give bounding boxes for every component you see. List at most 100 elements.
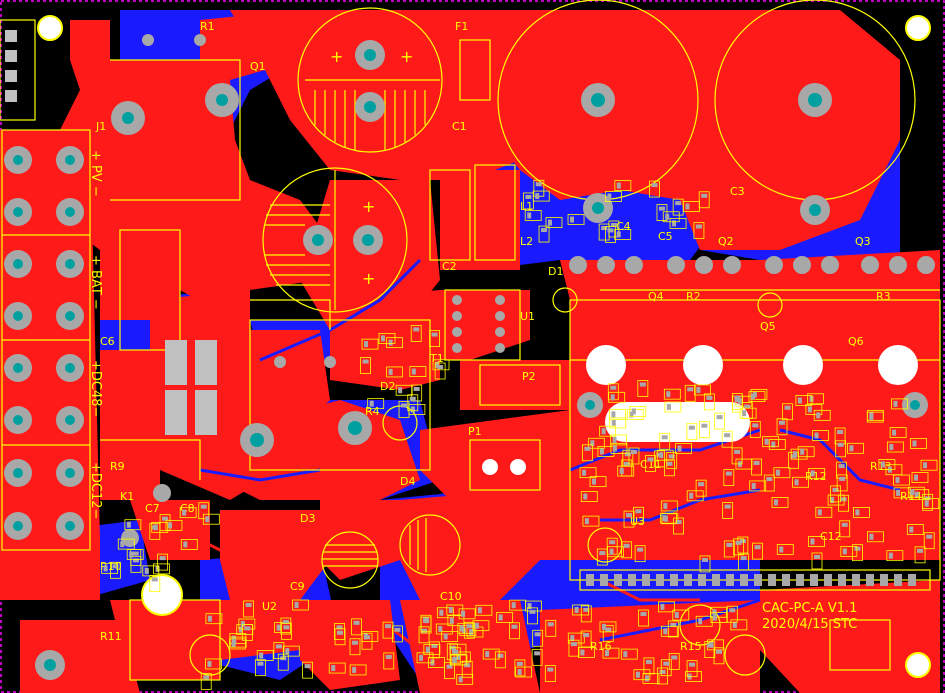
- smd-component-outline: [663, 388, 681, 400]
- smd-component-outline: [418, 626, 430, 644]
- smd-component-outline: [605, 226, 616, 243]
- smd-component-outline: [602, 647, 620, 659]
- smd-component-outline: [514, 659, 526, 677]
- smd-pad: [610, 222, 617, 227]
- smd-pad: [259, 652, 264, 659]
- smd-component-outline: [923, 532, 935, 550]
- smd-pad: [203, 675, 210, 680]
- smd-pad: [771, 441, 776, 448]
- smd-component-outline: [509, 622, 520, 640]
- smd-pad: [766, 477, 773, 482]
- smd-component-outline: [532, 190, 550, 202]
- mounting-hole-tr: [905, 15, 931, 41]
- smd-component-outline: [153, 563, 170, 575]
- smd-pad: [590, 440, 595, 447]
- smd-component-outline: [751, 458, 762, 476]
- svg-text:L2: L2: [520, 235, 533, 248]
- smd-pad: [527, 212, 532, 219]
- smd-pad: [474, 622, 479, 629]
- smd-pad: [793, 451, 798, 458]
- smd-pad: [670, 622, 677, 627]
- smd-component-outline: [911, 472, 929, 483]
- smd-pad: [753, 460, 760, 465]
- smd-component-outline: [675, 443, 692, 454]
- smd-component-outline: [609, 408, 626, 420]
- svg-text:P1: P1: [468, 425, 482, 438]
- smd-component-outline: [815, 506, 833, 518]
- smd-pad: [754, 545, 761, 550]
- smd-pad: [838, 464, 845, 469]
- smd-component-outline: [429, 330, 440, 347]
- svg-text:K1: K1: [120, 490, 134, 503]
- smd-component-outline: [302, 661, 313, 679]
- smd-pad: [511, 624, 518, 629]
- smd-pad: [837, 430, 844, 435]
- smd-pad: [663, 661, 670, 666]
- smd-component-outline: [637, 380, 649, 397]
- smd-pad: [583, 607, 590, 612]
- smd-pad: [726, 542, 733, 547]
- smd-component-outline: [200, 672, 212, 690]
- inductor-l1-outline: [429, 169, 471, 261]
- smd-pad: [534, 651, 541, 656]
- smd-component-outline: [867, 531, 884, 543]
- smd-component-outline: [852, 544, 863, 562]
- smd-pad: [398, 387, 403, 394]
- smd-pad: [599, 448, 604, 455]
- smd-pad: [610, 394, 615, 401]
- smd-pad: [207, 615, 212, 622]
- cap-hatch-2: [264, 170, 336, 310]
- header-pin: [726, 574, 734, 586]
- header-pin: [838, 574, 846, 586]
- smd-component-outline: [124, 519, 142, 531]
- smd-component-outline: [686, 660, 698, 678]
- smd-pad: [385, 654, 392, 659]
- smd-component-outline: [893, 487, 911, 499]
- smd-pad: [725, 471, 732, 476]
- smd-pad: [541, 228, 548, 233]
- smd-pad: [304, 664, 311, 669]
- smd-pad: [611, 419, 616, 426]
- smd-pad: [624, 452, 631, 457]
- svg-text:D2: D2: [380, 380, 395, 393]
- smd-component-outline: [229, 636, 247, 648]
- svg-text:C5: C5: [658, 230, 673, 243]
- smd-pad: [584, 446, 591, 451]
- smd-component-outline: [853, 507, 870, 518]
- smd-pad: [849, 445, 854, 452]
- svg-text:D1: D1: [548, 265, 563, 278]
- smd-pad: [605, 627, 612, 632]
- smd-component-outline: [723, 540, 735, 558]
- smd-pad: [132, 558, 139, 563]
- smd-component-outline: [614, 180, 632, 191]
- smd-pad: [645, 675, 650, 682]
- svg-text:U1: U1: [520, 310, 535, 323]
- smd-pad: [666, 403, 671, 410]
- smd-component-outline: [721, 430, 733, 448]
- smd-pad: [742, 410, 747, 417]
- smd-component-outline: [532, 629, 544, 647]
- smd-pad: [609, 540, 616, 545]
- smd-component-outline: [349, 638, 361, 656]
- smd-pad: [666, 461, 673, 466]
- smd-pad: [814, 432, 819, 439]
- svg-text:C9: C9: [290, 580, 305, 593]
- smd-pad: [394, 627, 401, 632]
- smd-pad: [431, 643, 438, 648]
- smd-component-outline: [361, 632, 373, 650]
- smd-component-outline: [567, 214, 585, 225]
- smd-pad: [816, 412, 821, 419]
- smd-pad: [466, 624, 473, 629]
- smd-pad: [869, 533, 874, 540]
- smd-component-outline: [813, 409, 831, 421]
- smd-pad: [739, 539, 746, 544]
- header-strip: [579, 569, 931, 591]
- svg-text:R12: R12: [805, 470, 827, 483]
- svg-text:R1: R1: [200, 20, 215, 33]
- smd-pad: [461, 610, 466, 617]
- smd-component-outline: [328, 662, 346, 674]
- smd-component-outline: [110, 561, 121, 579]
- smd-pad: [794, 479, 799, 486]
- smd-component-outline: [713, 647, 725, 665]
